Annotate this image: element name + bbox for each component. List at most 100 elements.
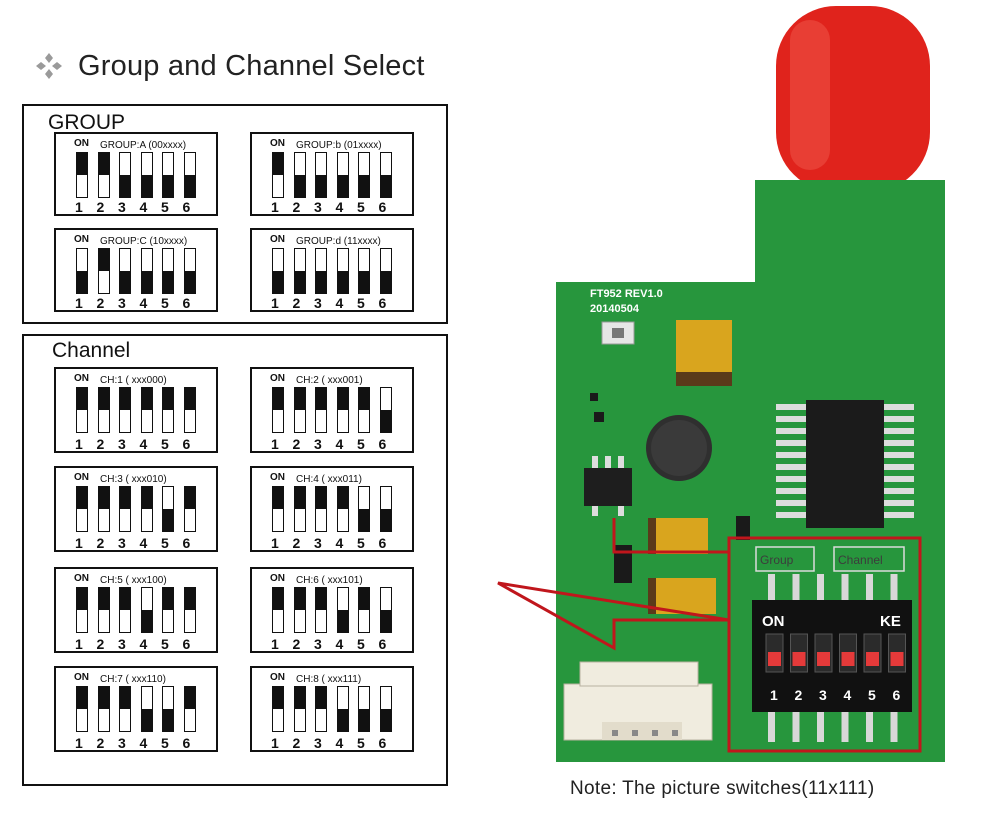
switch-toggle-2 (97, 387, 110, 433)
switch-knob (141, 271, 152, 293)
switch-on-label: ON (270, 373, 285, 384)
switch-number: 5 (161, 199, 169, 215)
switch-knob (273, 388, 283, 410)
switch-number: 1 (271, 535, 279, 551)
switch-number: 6 (182, 735, 191, 751)
switch-knob (120, 271, 130, 293)
switch-slots (76, 248, 205, 294)
switch-setting-label: CH:1 ( xxx000) (100, 375, 167, 386)
switch-number: 3 (314, 199, 322, 215)
switch-knob (141, 388, 152, 410)
switch-toggle-4 (336, 248, 349, 294)
switch-number: 1 (75, 636, 83, 652)
switch-knob (98, 153, 109, 175)
switch-toggle-5 (358, 152, 370, 198)
switch-toggle-5 (162, 387, 174, 433)
switch-number: 6 (182, 535, 191, 551)
switch-knob (98, 388, 109, 410)
switch-knob (273, 487, 283, 509)
switch-number: 5 (161, 436, 169, 452)
switch-number: 4 (139, 535, 148, 551)
switch-knob (337, 271, 348, 293)
switch-knob (184, 388, 195, 410)
switch-knob (294, 487, 305, 509)
switch-number: 2 (96, 295, 105, 311)
switch-number: 4 (335, 436, 344, 452)
switch-knob (294, 175, 305, 197)
switch-on-label: ON (270, 573, 285, 584)
switch-toggle-6 (183, 587, 196, 633)
switch-toggle-6 (379, 387, 392, 433)
switch-number: 1 (75, 735, 83, 751)
switch-knob (273, 687, 283, 709)
switch-toggle-2 (293, 152, 306, 198)
switch-knob (316, 687, 326, 709)
capacitor-1 (676, 320, 732, 382)
switch-toggle-5 (162, 248, 174, 294)
switch-toggle-4 (336, 387, 349, 433)
switch-toggle-4 (140, 248, 153, 294)
switch-number: 3 (314, 436, 322, 452)
switch-knob (273, 588, 283, 610)
switch-number: 5 (357, 636, 365, 652)
switch-knob (120, 175, 130, 197)
main-ic (776, 400, 914, 528)
antenna-shine (790, 20, 830, 170)
switch-number: 3 (118, 295, 126, 311)
switch-knob (98, 687, 109, 709)
switch-knob (98, 487, 109, 509)
switch-toggle-3 (119, 686, 131, 732)
switch-number: 6 (378, 199, 387, 215)
switch-slots (272, 587, 401, 633)
switch-setting-label: CH:5 ( xxx100) (100, 575, 167, 586)
switch-toggle-4 (140, 387, 153, 433)
dip-toggle-4 (841, 652, 855, 666)
switch-knob (141, 610, 152, 632)
switch-toggle-3 (119, 152, 131, 198)
switch-number: 2 (96, 535, 105, 551)
switch-knob (359, 588, 369, 610)
switch-knob (380, 509, 391, 531)
switch-number: 6 (378, 436, 387, 452)
switch-number: 1 (271, 636, 279, 652)
switch-slots (272, 686, 401, 732)
switch-toggle-4 (336, 152, 349, 198)
switch-knob (380, 271, 391, 293)
switch-knob (77, 588, 87, 610)
switch-toggle-4 (140, 152, 153, 198)
switch-toggle-2 (97, 248, 110, 294)
switch-number: 4 (139, 436, 148, 452)
switch-knob (77, 687, 87, 709)
switch-number: 6 (378, 735, 387, 751)
switch-knob (98, 249, 109, 271)
switch-slots (272, 248, 401, 294)
channel-title: Channel (52, 339, 131, 362)
switch-number: 3 (118, 735, 126, 751)
switch-slots (76, 686, 205, 732)
switch-on-label: ON (74, 373, 89, 384)
switch-number: 1 (271, 735, 279, 751)
switch-setting-label: GROUP:d (11xxxx) (296, 236, 381, 247)
switch-number: 4 (139, 735, 148, 751)
switch-number: 6 (378, 636, 387, 652)
switch-toggle-3 (315, 486, 327, 532)
switch-toggle-6 (183, 686, 196, 732)
switch-toggle-2 (293, 486, 306, 532)
switch-number: 4 (335, 295, 344, 311)
note-text: Note: The picture switches(11x111) (570, 778, 875, 799)
switch-number: 5 (357, 199, 365, 215)
switch-toggle-4 (140, 587, 153, 633)
switch-toggle-6 (183, 387, 196, 433)
switch-setting-label: CH:4 ( xxx011) (296, 474, 362, 485)
switch-number: 1 (75, 295, 83, 311)
dip-number: 1 (770, 687, 778, 703)
switch-knob (98, 588, 109, 610)
switch-knob (316, 271, 326, 293)
switch-knob (316, 588, 326, 610)
switch-knob (294, 588, 305, 610)
